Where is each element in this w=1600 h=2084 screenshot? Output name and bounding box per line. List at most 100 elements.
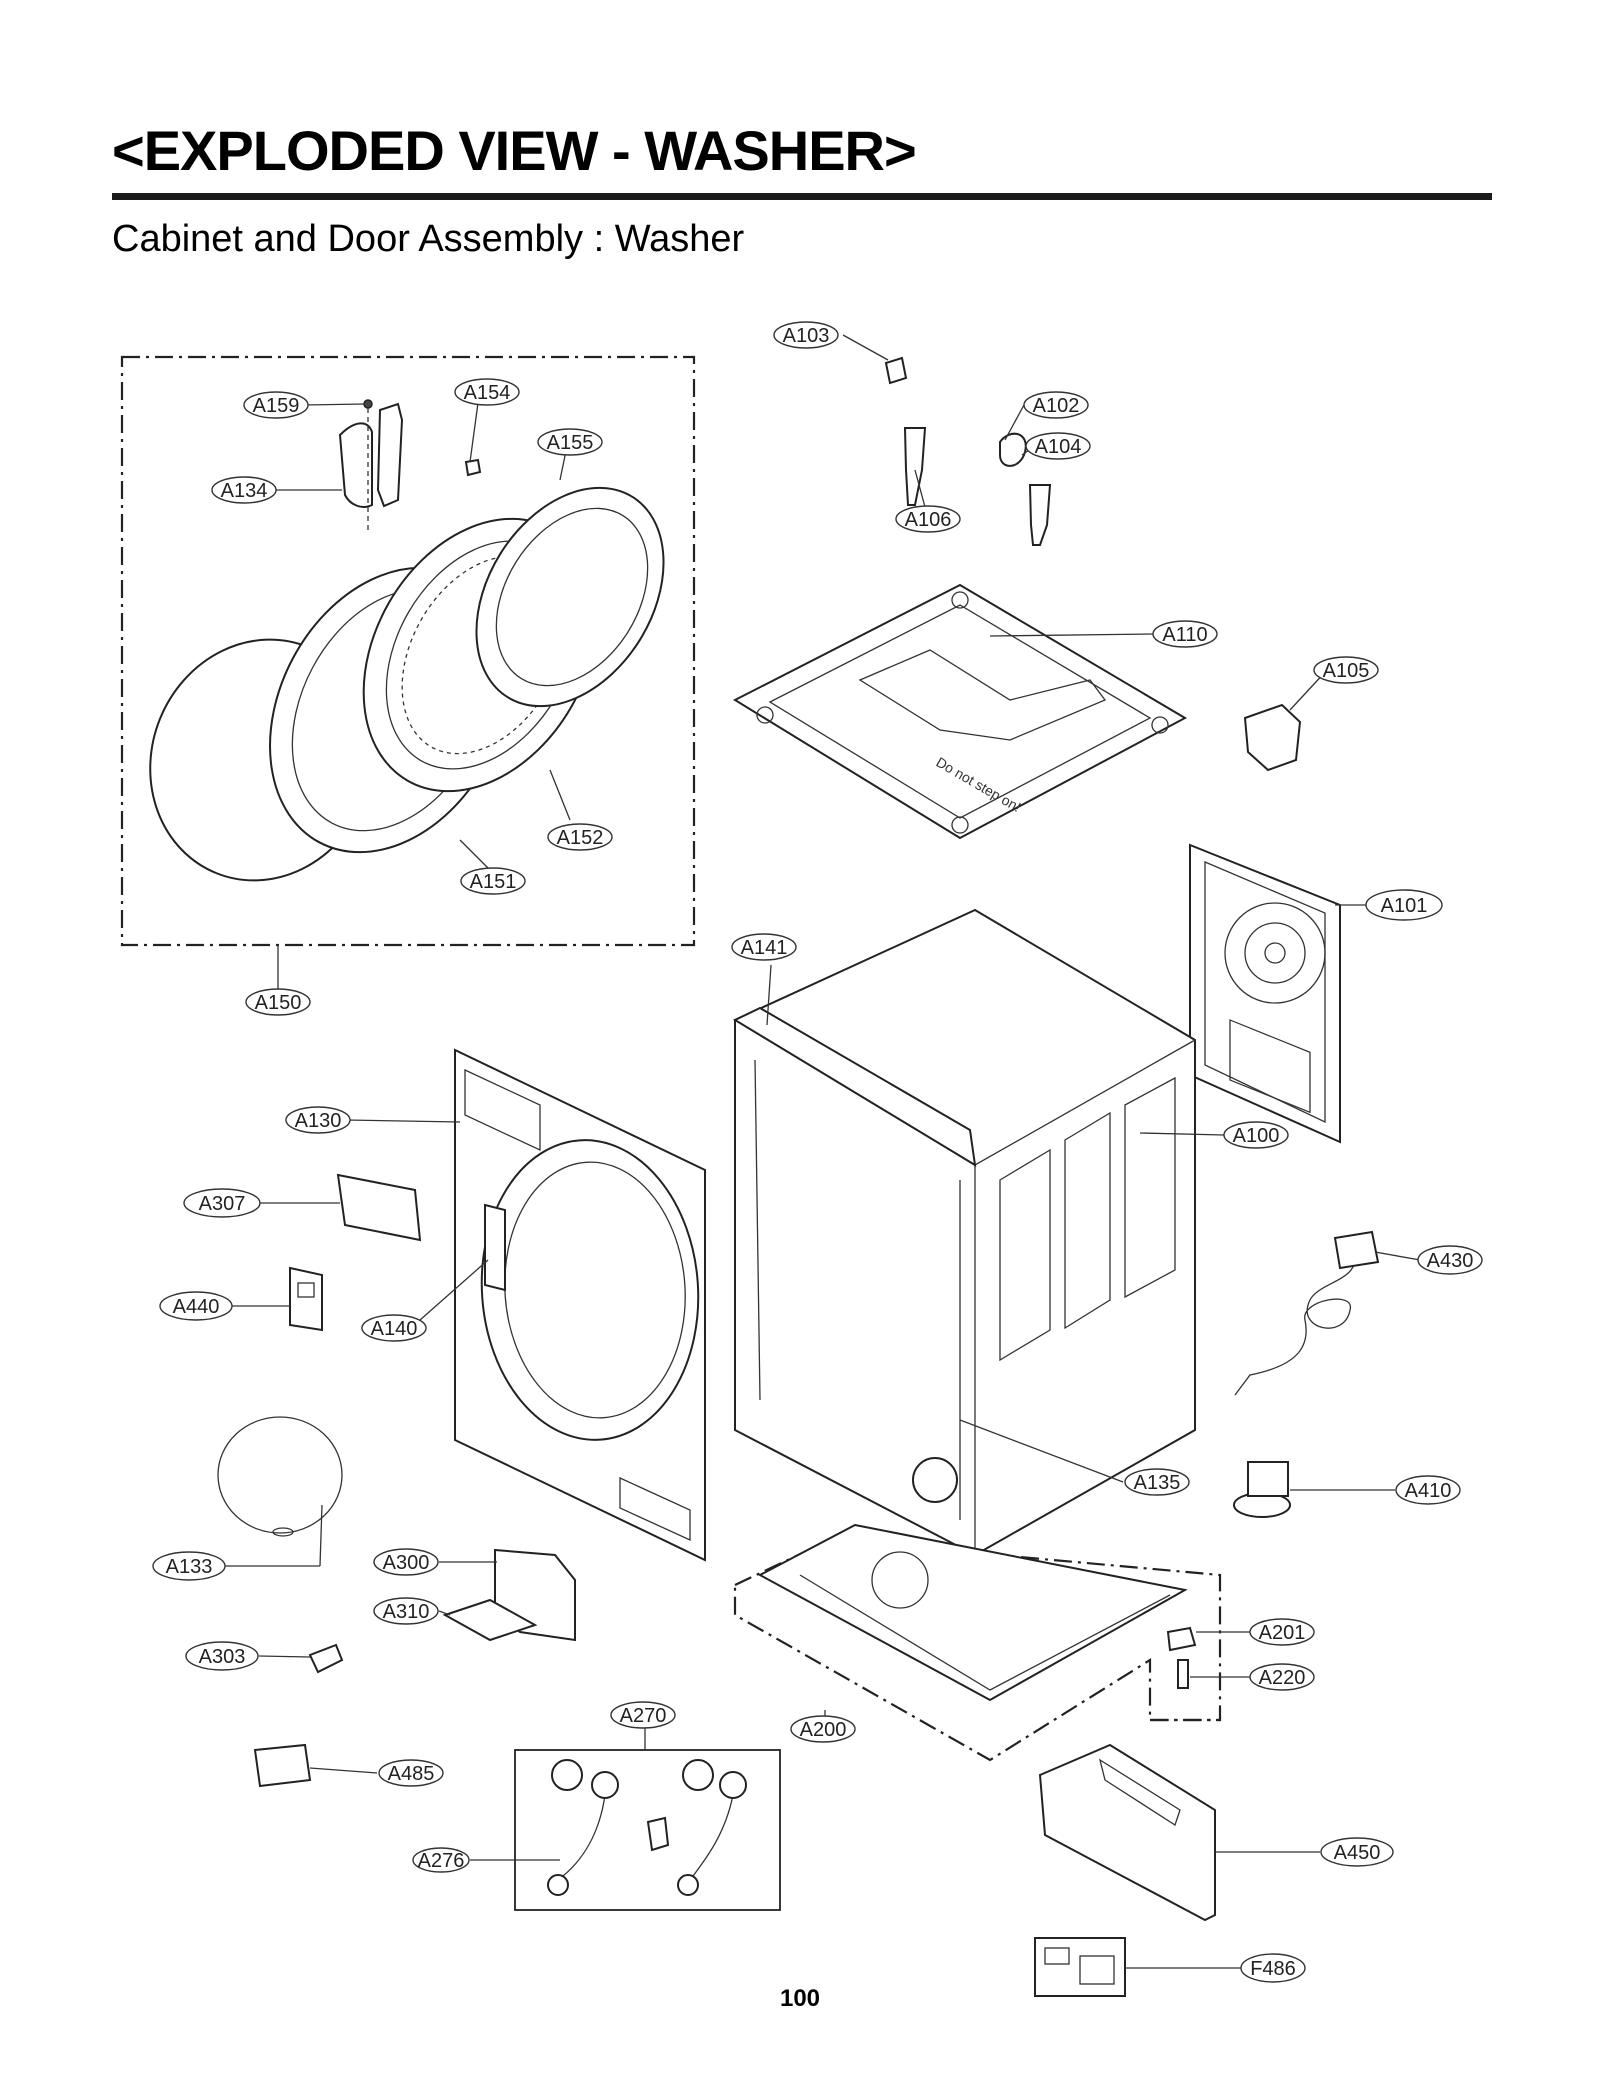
part-label-A141[interactable]: A141 [731,933,797,961]
svg-text:A135: A135 [1134,1472,1181,1494]
part-label-A133[interactable]: A133 [152,1551,226,1581]
svg-text:F486: F486 [1250,1958,1296,1980]
svg-text:A485: A485 [388,1763,435,1785]
top-plate-part [732,583,1188,840]
svg-text:A134: A134 [221,480,268,502]
leveling-bracket-part [1166,1626,1197,1652]
part-label-A105[interactable]: A105 [1313,656,1379,684]
page-subtitle: Cabinet and Door Assembly : Washer [112,218,745,260]
part-label-A159[interactable]: A159 [243,391,309,419]
svg-text:A102: A102 [1033,395,1080,417]
part-label-A150[interactable]: A150 [245,988,311,1016]
part-label-A152[interactable]: A152 [547,823,613,851]
part-label-A140[interactable]: A140 [361,1314,427,1342]
part-label-A134[interactable]: A134 [211,476,277,504]
inlet-valve-left-part [903,427,927,506]
gasket-wire-part [217,1416,343,1534]
part-label-A104[interactable]: A104 [1025,432,1091,460]
drain-port-part [912,1457,958,1503]
part-label-A485[interactable]: A485 [378,1759,444,1787]
rear-panel-part [1189,843,1341,1144]
cabinet-part [734,908,1196,1557]
svg-text:A133: A133 [166,1556,213,1578]
svg-text:A300: A300 [383,1552,430,1574]
door-lock-bracket-part [484,1203,506,1292]
part-label-A102[interactable]: A102 [1023,391,1089,419]
part-label-A130[interactable]: A130 [285,1106,351,1134]
part-label-A410[interactable]: A410 [1395,1475,1461,1505]
part-label-A155[interactable]: A155 [537,428,603,456]
svg-text:A106: A106 [905,509,952,531]
svg-text:A150: A150 [255,992,302,1014]
svg-text:A200: A200 [800,1719,847,1741]
svg-text:A303: A303 [199,1646,246,1668]
page-title: <EXPLODED VIEW - WASHER> [112,119,917,182]
part-label-A220[interactable]: A220 [1249,1663,1315,1691]
part-label-A440[interactable]: A440 [159,1291,233,1321]
door-bowl-part [475,486,665,708]
svg-text:A430: A430 [1427,1250,1474,1272]
title-rule [112,193,1492,200]
svg-text:A440: A440 [173,1296,220,1318]
power-cord-part [1234,1244,1356,1396]
part-label-A200[interactable]: A200 [790,1715,856,1743]
wire-holder-part [1243,703,1302,772]
svg-text:A155: A155 [547,432,594,454]
svg-text:A410: A410 [1405,1480,1452,1502]
part-label-A154[interactable]: A154 [454,378,520,406]
svg-text:A101: A101 [1381,895,1428,917]
door-hinge-part [338,422,373,508]
part-label-A270[interactable]: A270 [610,1701,676,1729]
svg-text:A140: A140 [371,1318,418,1340]
switch-part [253,1743,312,1788]
base-part [757,1523,1188,1702]
inlet-valve-right-part [1028,484,1052,546]
svg-text:A159: A159 [253,395,300,417]
part-label-A450[interactable]: A450 [1320,1837,1394,1867]
clip-part [884,356,908,385]
svg-text:A201: A201 [1259,1622,1306,1644]
drawer-cover-part [442,1598,538,1642]
part-label-A135[interactable]: A135 [1124,1468,1190,1496]
door-assembly-group-box [120,355,696,947]
part-label-A430[interactable]: A430 [1417,1245,1483,1275]
svg-text:A307: A307 [199,1193,246,1215]
svg-text:A270: A270 [620,1705,667,1727]
part-label-A110[interactable]: A110 [1152,620,1218,648]
svg-text:A104: A104 [1035,436,1082,458]
part-label-F486[interactable]: F486 [1240,1953,1306,1983]
part-label-A100[interactable]: A100 [1223,1121,1289,1149]
part-label-A303[interactable]: A303 [185,1641,259,1671]
control-frame-part [732,1006,977,1167]
svg-text:A152: A152 [557,827,604,849]
inlet-hose-group-box [514,1749,781,1911]
svg-text:A141: A141 [741,937,788,959]
part-label-A103[interactable]: A103 [773,321,839,349]
page-number: 100 [779,1985,821,2012]
part-label-A151[interactable]: A151 [460,867,526,895]
svg-text:A220: A220 [1259,1667,1306,1689]
svg-text:A103: A103 [783,325,830,347]
part-label-A310[interactable]: A310 [373,1597,439,1625]
svg-text:A105: A105 [1323,660,1370,682]
inlet-hose-left-part [557,1794,606,1881]
part-label-A201[interactable]: A201 [1249,1618,1315,1646]
leveling-foot-part [1177,1659,1189,1689]
door-latch-part [464,458,482,477]
control-pcb-part [289,1266,323,1332]
svg-text:A154: A154 [464,382,511,404]
part-label-A101[interactable]: A101 [1365,889,1443,921]
svg-text:A110: A110 [1162,624,1207,646]
dispenser-housing-part [336,1173,422,1242]
svg-text:A130: A130 [295,1110,342,1132]
part-label-A106[interactable]: A106 [895,505,961,533]
part-label-A276[interactable]: A276 [412,1847,470,1873]
svg-text:A100: A100 [1233,1125,1280,1147]
part-label-A307[interactable]: A307 [183,1188,261,1218]
svg-text:A450: A450 [1334,1842,1381,1864]
spring-part [308,1643,344,1674]
svg-text:A310: A310 [383,1601,430,1623]
svg-text:A276: A276 [418,1850,465,1872]
part-label-A300[interactable]: A300 [373,1548,439,1576]
